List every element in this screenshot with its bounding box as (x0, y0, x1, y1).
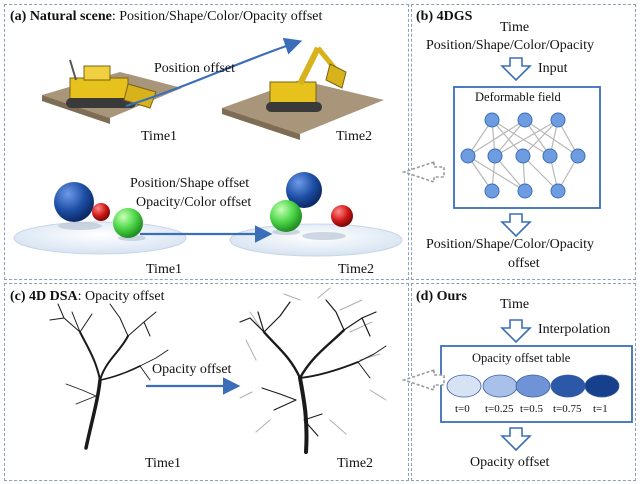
panel-c-title: (c) 4D DSA: Opacity offset (10, 289, 165, 305)
panel-4dgs (411, 4, 636, 280)
ours-interpolation-label: Interpolation (538, 322, 611, 337)
tick-t0: t=0 (455, 403, 470, 415)
connector-arrow-d-to-c (401, 368, 445, 392)
position-shape-offset-label: Position/Shape offset (130, 176, 250, 191)
opacity-color-offset-label: Opacity/Color offset (136, 195, 252, 210)
position-offset-label: Position offset (154, 61, 236, 76)
deformable-field-nodes (460, 112, 586, 199)
time1-top-label: Time1 (141, 129, 178, 144)
panel-natural-scene (4, 4, 409, 280)
panel-b-title: (b) 4DGS (416, 9, 473, 24)
ours-interpolation-arrow (500, 319, 532, 344)
time1-c-label: Time1 (145, 456, 182, 471)
opacity-ellipses (446, 374, 620, 398)
panel-c-title-bold: (c) 4D DSA (10, 289, 78, 304)
vessel-time2-image (239, 287, 387, 454)
bulldozer-time1-image (42, 59, 182, 124)
4dgs-input-arrow (500, 57, 532, 82)
4dgs-time-label: Time (500, 20, 530, 35)
time2-top-label: Time2 (336, 129, 373, 144)
ours-time-label: Time (500, 297, 530, 312)
panel-a-title-rest: : Position/Shape/Color/Opacity offset (111, 9, 323, 24)
tick-t025: t=0.25 (485, 403, 514, 415)
tick-t075: t=0.75 (553, 403, 582, 415)
tick-t05: t=0.5 (520, 403, 544, 415)
opacity-offset-table-title: Opacity offset table (472, 351, 571, 365)
panel-a-title: (a) Natural scene: Position/Shape/Color/… (10, 9, 322, 25)
panel-a-title-bold: (a) Natural scene (10, 9, 112, 24)
vessel-time1-image (49, 303, 169, 450)
ours-output-label: Opacity offset (470, 455, 550, 470)
time2-bottom-label: Time2 (338, 262, 375, 277)
deformable-field-label: Deformable field (475, 90, 561, 104)
spheres-time1-image (13, 182, 187, 255)
4dgs-offset-label: offset (508, 256, 540, 271)
4dgs-params-out-label: Position/Shape/Color/Opacity (426, 237, 594, 252)
4dgs-input-label: Input (538, 61, 568, 76)
opacity-offset-label-c: Opacity offset (152, 362, 232, 377)
time2-c-label: Time2 (337, 456, 374, 471)
bulldozer-time2-image (222, 46, 384, 140)
4dgs-output-arrow (500, 213, 532, 238)
ours-output-arrow (500, 427, 532, 452)
spheres-time2-image (229, 172, 403, 257)
tick-t1: t=1 (593, 403, 608, 415)
connector-arrow-b-to-a (401, 160, 445, 184)
position-offset-arrow (125, 37, 303, 108)
4dgs-params-in-label: Position/Shape/Color/Opacity (426, 38, 594, 53)
time1-bottom-label: Time1 (146, 262, 183, 277)
panel-c-title-rest: : Opacity offset (77, 289, 165, 304)
panel-d-title: (d) Ours (416, 289, 467, 304)
